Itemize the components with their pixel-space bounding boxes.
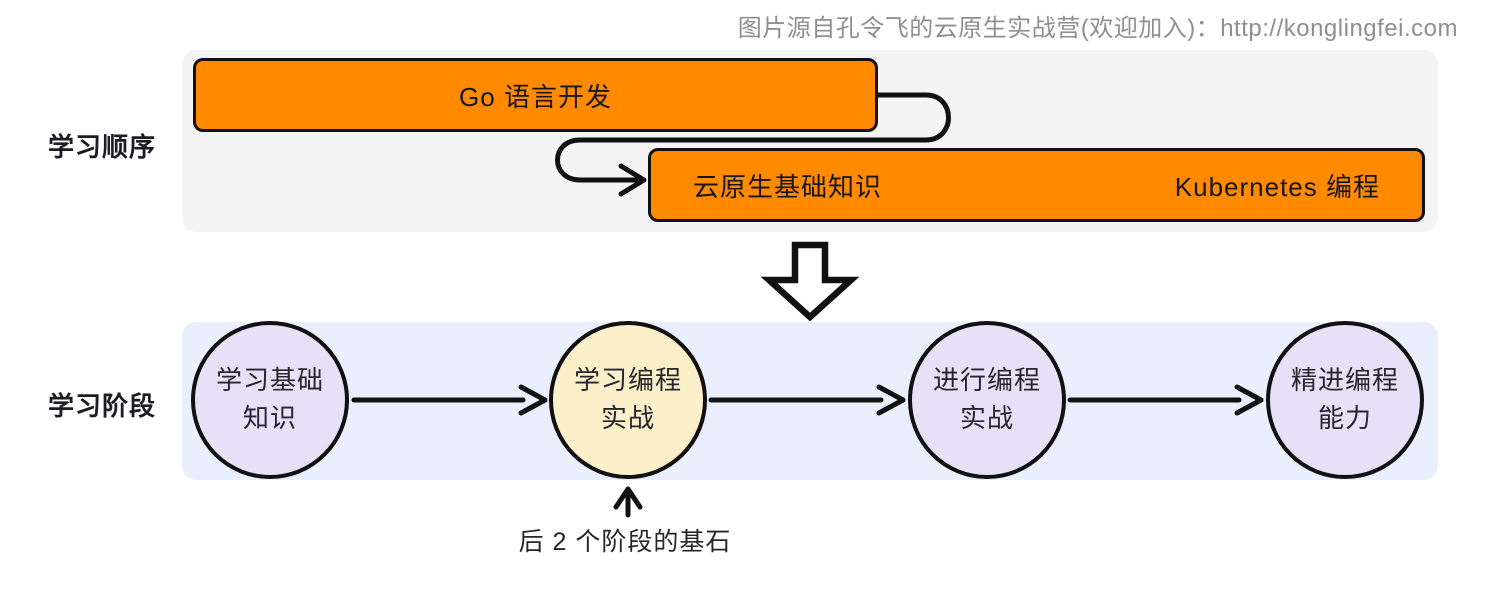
- stage-label-line1: 学习编程: [573, 365, 682, 396]
- stage-label-line1: 精进编程: [1290, 365, 1399, 396]
- big-down-arrow-icon: [760, 241, 860, 322]
- go-development-label: Go 语言开发: [459, 81, 612, 112]
- stage-label-line2: 知识: [242, 403, 297, 433]
- stage-circle-learn-basics: 学习基础 知识: [191, 321, 349, 479]
- cloud-native-basics-label: 云原生基础知识: [693, 171, 883, 202]
- kubernetes-programming-label: Kubernetes 编程: [1174, 171, 1380, 202]
- cloud-native-kubernetes-box: 云原生基础知识 Kubernetes 编程: [648, 148, 1425, 222]
- stages-panel: [182, 322, 1438, 480]
- stage-circle-do-practice: 进行编程 实战: [908, 321, 1066, 479]
- go-development-box: Go 语言开发: [193, 58, 878, 132]
- stage-circle-improve-skill: 精进编程 能力: [1266, 321, 1424, 479]
- caption-up-arrow-icon: [613, 486, 643, 518]
- foundation-caption: 后 2 个阶段的基石: [518, 528, 732, 556]
- stage-label-line2: 实战: [959, 403, 1014, 433]
- watermark-text: 图片源自孔令飞的云原生实战营(欢迎加入)：http://konglingfei.…: [737, 15, 1458, 42]
- sequence-section-label: 学习顺序: [48, 132, 157, 162]
- stage-label-line1: 进行编程: [932, 365, 1041, 396]
- stage-label-line2: 能力: [1317, 403, 1372, 433]
- stage-label-line1: 学习基础: [215, 365, 324, 396]
- stage-circle-learn-practice: 学习编程 实战: [549, 321, 707, 479]
- stages-section-label: 学习阶段: [48, 391, 157, 421]
- stage-label-line2: 实战: [600, 403, 655, 433]
